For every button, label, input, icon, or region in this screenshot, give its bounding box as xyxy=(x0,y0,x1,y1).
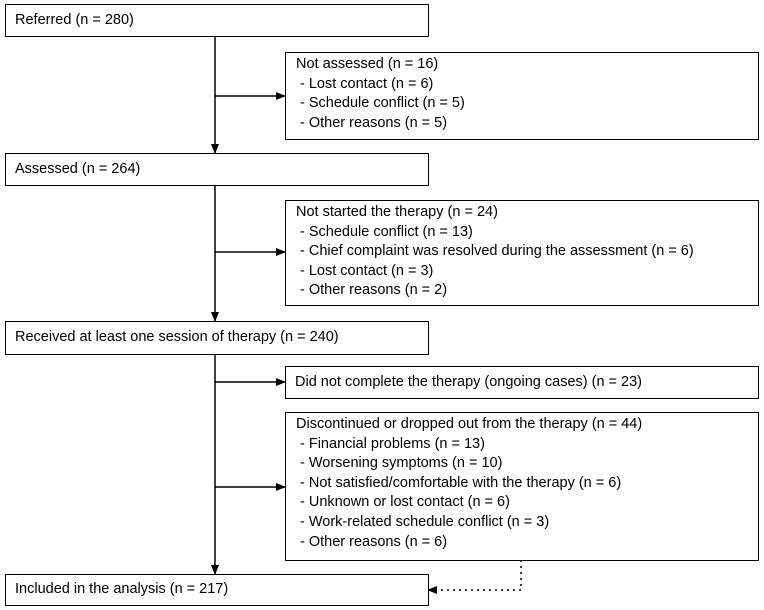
dotted-arrow-discontinued-to-included xyxy=(427,560,522,594)
discontinued-item: - Unknown or lost contact (n = 6) xyxy=(300,494,510,511)
discontinued-item: - Other reasons (n = 6) xyxy=(300,533,448,550)
not-started-item: - Other reasons (n = 2) xyxy=(300,282,448,299)
received-box: Received at least one session of therapy… xyxy=(5,321,429,355)
referred-box: Referred (n = 280) xyxy=(5,4,429,37)
not-started-item: - Chief complaint was resolved during th… xyxy=(300,243,694,260)
not-assessed-item: - Other reasons (n = 5) xyxy=(300,114,448,131)
assessed-box: Assessed (n = 264) xyxy=(5,153,429,186)
not-completed-label: Did not complete the therapy (ongoing ca… xyxy=(295,373,642,390)
assessed-label: Assessed (n = 264) xyxy=(15,160,141,177)
discontinued-item: - Financial problems (n = 13) xyxy=(300,435,485,452)
included-box: Included in the analysis (n = 217) xyxy=(5,574,429,606)
discontinued-item: - Worsening symptoms (n = 10) xyxy=(300,455,503,472)
not-started-box: Not started the therapy (n = 24) - Sched… xyxy=(285,200,759,306)
not-started-title: Not started the therapy (n = 24) xyxy=(296,204,498,220)
discontinued-item: - Not satisfied/comfortable with the the… xyxy=(300,474,622,491)
referred-label: Referred (n = 280) xyxy=(15,11,134,28)
not-assessed-title: Not assessed (n = 16) xyxy=(296,56,439,72)
not-started-item: - Schedule conflict (n = 13) xyxy=(300,223,473,240)
discontinued-item: - Work-related schedule conflict (n = 3) xyxy=(300,513,550,530)
received-label: Received at least one session of therapy… xyxy=(15,329,339,346)
included-label: Included in the analysis (n = 217) xyxy=(15,581,229,598)
discontinued-title: Discontinued or dropped out from the the… xyxy=(296,416,643,432)
not-assessed-item: - Schedule conflict (n = 5) xyxy=(300,95,465,112)
not-completed-box: Did not complete the therapy (ongoing ca… xyxy=(285,366,759,399)
not-assessed-item: - Lost contact (n = 6) xyxy=(300,75,434,92)
not-started-item: - Lost contact (n = 3) xyxy=(300,262,434,279)
not-assessed-box: Not assessed (n = 16) - Lost contact (n … xyxy=(285,52,759,140)
discontinued-box: Discontinued or dropped out from the the… xyxy=(285,412,759,561)
